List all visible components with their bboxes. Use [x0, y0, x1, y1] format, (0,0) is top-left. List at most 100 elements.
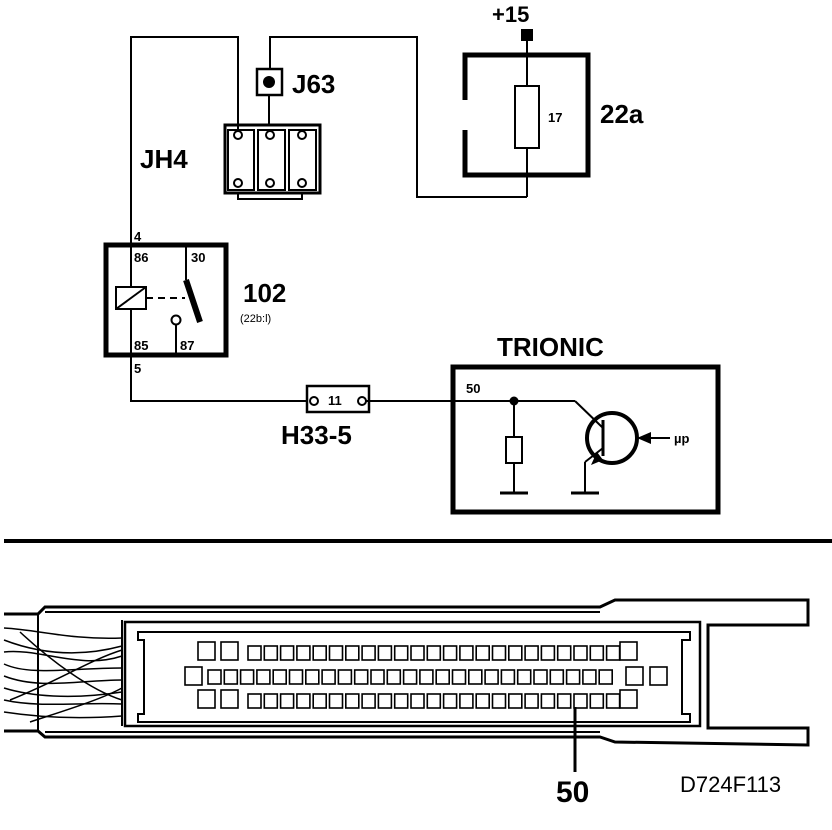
connector-block-label: JH4 [140, 144, 188, 174]
pin-cavity [619, 641, 638, 661]
fuse-number: 17 [548, 110, 562, 125]
relay-sub-label: (22b:l) [240, 313, 271, 325]
relay-pin-85: 85 [134, 338, 148, 353]
pin-cavity [312, 645, 328, 661]
pin-cavity [220, 689, 239, 709]
wire-harness [3, 627, 123, 723]
fuse-to-j63-wire [269, 36, 527, 198]
junction-label: J63 [292, 69, 335, 99]
pin-cavity [247, 693, 262, 709]
relay-to-connector-wire [130, 355, 307, 402]
connector-block-jh4: JH4 [140, 123, 322, 200]
junction-j63: J63 [255, 67, 335, 99]
connector-pin-label: 11 [328, 393, 342, 408]
pin-cavity [256, 669, 271, 685]
pin-cavity [491, 693, 507, 709]
pin-cavity [239, 669, 255, 685]
pin-cavity [598, 669, 614, 685]
pin-cavity [475, 645, 491, 661]
pin-cavity [459, 693, 474, 709]
fuse-box-22a: 17 22a [461, 52, 644, 178]
pin-cavity [410, 645, 425, 661]
pin-cavity [377, 645, 393, 661]
pin-50-cavity [573, 693, 588, 709]
pin-cavity [419, 669, 434, 685]
fuse-id-label: 22a [600, 99, 644, 129]
pin-cavity [565, 669, 581, 685]
pin-cavity [573, 645, 588, 661]
ecu-resistor [505, 436, 523, 464]
pin-cavity [344, 693, 360, 709]
pin-cavity [516, 669, 532, 685]
relay-id-label: 102 [243, 278, 286, 308]
pin-cavity [533, 669, 548, 685]
relay-pin-86: 86 [134, 250, 148, 265]
pin-cavity [589, 693, 605, 709]
relay-102: 86 30 85 87 102 (22b:l) [103, 242, 286, 358]
ecu-connector-illustration: 50 [3, 598, 810, 809]
pin-cavity [475, 693, 491, 709]
pin-cavity [467, 669, 483, 685]
pin-cavity [605, 693, 621, 709]
pin-cavity [370, 669, 385, 685]
pin-cavity [649, 666, 668, 686]
pin-cavity [304, 669, 320, 685]
pin-cavity [402, 669, 418, 685]
connector-h33-5: 11 H33-5 [281, 384, 371, 450]
pin-cavity [491, 645, 507, 661]
pin-cavity [223, 669, 239, 685]
fuse-element [514, 85, 540, 149]
pin-cavity [393, 693, 409, 709]
pin-cavity [619, 689, 638, 709]
pin-cavity [296, 693, 311, 709]
relay-pin-87: 87 [180, 338, 194, 353]
pin-cavity [263, 645, 279, 661]
supply-label: +15 [492, 2, 529, 27]
pin-cavity [605, 645, 621, 661]
pin-cavity [393, 645, 409, 661]
supply-terminal [521, 29, 533, 41]
pin-cavity [459, 645, 474, 661]
pin-cavity [426, 645, 442, 661]
ecu-trionic: TRIONIC 50 µp [450, 332, 721, 515]
pin-cavity [589, 645, 605, 661]
ecu-pin-label: 50 [466, 381, 480, 396]
pin-cavity [272, 669, 288, 685]
pin-cavity [556, 645, 572, 661]
pin-cavity [435, 669, 451, 685]
relay-pin-30: 30 [191, 250, 205, 265]
pin-cavity [328, 693, 344, 709]
pin-cavity [451, 669, 467, 685]
pin-cavity [524, 645, 539, 661]
pin-cavity [220, 641, 239, 661]
pin-cavity [337, 669, 353, 685]
pin-cavity [361, 645, 376, 661]
pin-cavity [524, 693, 539, 709]
pin-cavity [500, 669, 516, 685]
pin-cavity [549, 669, 565, 685]
pin-cavity [353, 669, 369, 685]
pin-cavity [410, 693, 425, 709]
pin-cavity [296, 645, 311, 661]
pin-cavity [484, 669, 499, 685]
pin-cavity [582, 669, 597, 685]
pin-cavity [507, 693, 523, 709]
pin-cavity [386, 669, 402, 685]
pin-cavity [263, 693, 279, 709]
pin-cavity [279, 693, 295, 709]
pin-cavity [197, 641, 216, 661]
pin-cavity [197, 689, 216, 709]
pin-cavity [207, 669, 222, 685]
pin-cavity [625, 666, 644, 686]
pin-cavity [556, 693, 572, 709]
pin-callout-label: 50 [556, 776, 589, 809]
connector-pin-grid [184, 641, 668, 709]
pin-cavity [442, 693, 458, 709]
pin-cavity [426, 693, 442, 709]
pin-cavity [540, 645, 556, 661]
connector-id-label: H33-5 [281, 420, 352, 450]
pin-cavity [184, 666, 203, 686]
wire-5-label: 5 [134, 361, 141, 376]
